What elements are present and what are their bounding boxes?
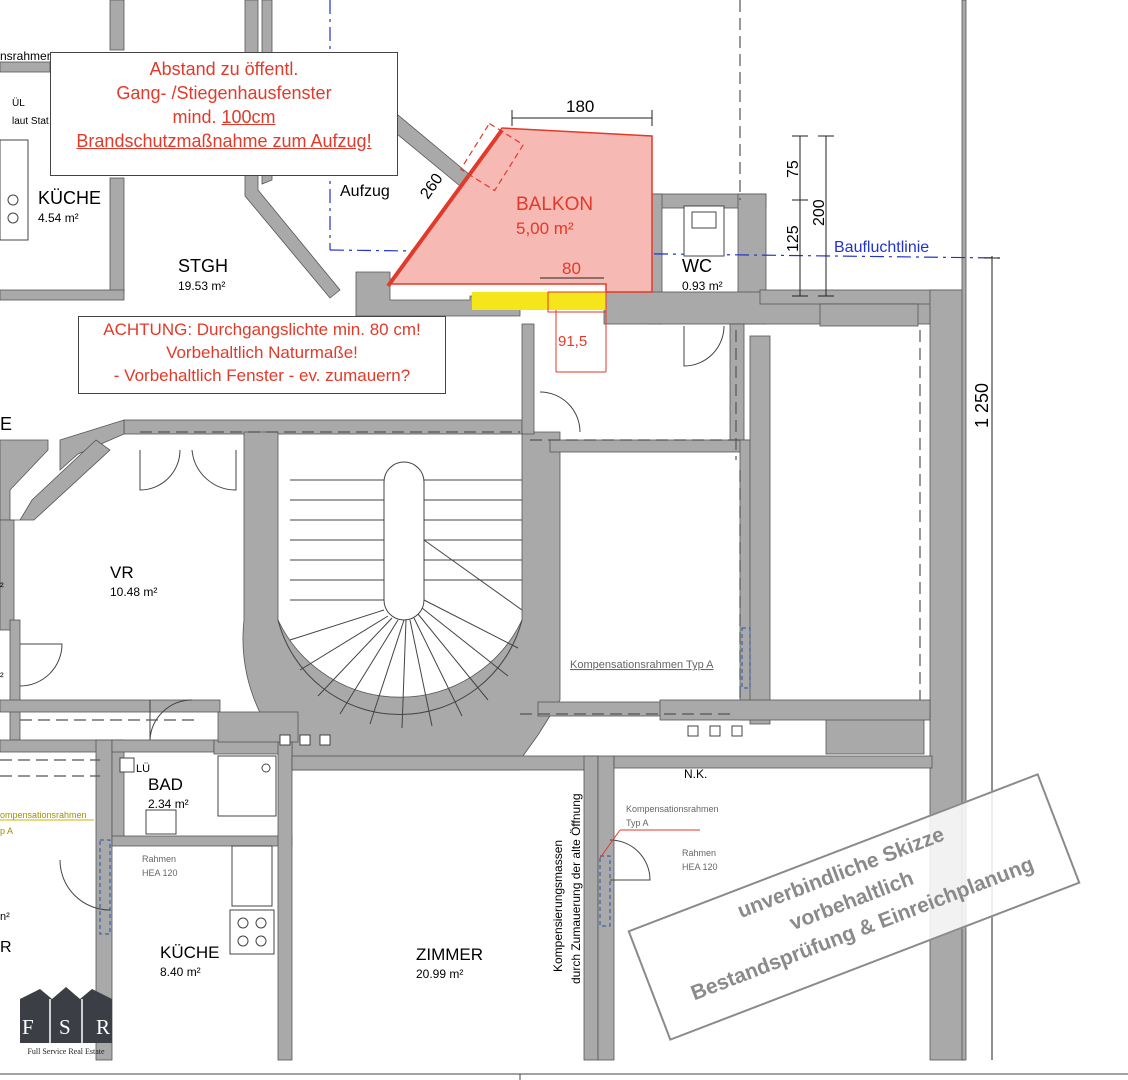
attention-note: ACHTUNG: Durchgangslichte min. 80 cm! Vo…: [78, 316, 446, 394]
dimension-lines: [511, 110, 1000, 1060]
building-line-label: Baufluchtlinie: [834, 239, 929, 256]
dim-balcony-width: 180: [566, 97, 594, 116]
fire-note-line2: Gang- /Stiegenhausfenster: [116, 83, 332, 103]
label-rahmen-right-2: HEA 120: [682, 862, 718, 872]
attention-note-line3: - Vorbehaltlich Fenster - ev. zumauern?: [113, 366, 411, 385]
label-m2-edge-3: ²: [0, 671, 4, 683]
label-rahmen-left-1: Rahmen: [142, 854, 176, 864]
room-vr-area: 10.48 m²: [110, 585, 157, 599]
fire-note-line3: mind. 100cm: [51, 105, 397, 129]
attention-note-line1: ACHTUNG: Durchgangslichte min. 80 cm!: [103, 320, 421, 339]
dim-75: 75: [785, 160, 802, 178]
staircase: [277, 461, 523, 729]
label-vertical-2: durch Zumauerung der alte Öffnung: [569, 793, 583, 984]
dashed-lines: [0, 0, 921, 777]
label-rahmen-top-left: nsrahmen: [0, 49, 53, 63]
attention-note-line2: Vorbehaltlich Naturmaße!: [166, 343, 358, 362]
room-kueche-top-name: KÜCHE: [38, 188, 101, 208]
fsr-logo: F S R Full Service Real Estate: [18, 985, 114, 1061]
room-stgh-name: STGH: [178, 256, 228, 276]
dim-200: 200: [811, 199, 828, 226]
fire-note-line4: Brandschutzmaßnahme zum Aufzug!: [76, 131, 372, 151]
room-nk-name: N.K.: [684, 767, 707, 781]
dim-door-opening: 91,5: [558, 333, 587, 350]
fire-protection-note: Abstand zu öffentl. Gang- /Stiegenhausfe…: [50, 52, 398, 176]
logo-tagline: Full Service Real Estate: [27, 1047, 105, 1056]
label-ul: ÜL: [12, 97, 25, 109]
label-komp-typ-a-mid: Kompensationsrahmen Typ A: [570, 659, 714, 671]
fixtures: [0, 139, 743, 955]
label-r-edge: R: [0, 939, 12, 956]
room-wc-area: 0.93 m²: [682, 279, 723, 293]
label-m2-edge-2: ²: [0, 581, 4, 593]
logo-house-icon: [20, 987, 112, 1043]
room-kueche-bottom-name: KÜCHE: [160, 943, 220, 962]
logo-letter-s: S: [58, 1015, 71, 1039]
room-kueche-top-area: 4.54 m²: [38, 211, 79, 225]
balcony-label: BALKON: [516, 194, 593, 215]
label-typ-a-left: p A: [0, 826, 13, 836]
label-vertical-1: Kompensierungsmassen: [551, 840, 565, 972]
room-zimmer-name: ZIMMER: [416, 945, 483, 964]
dim-door-width: 80: [562, 259, 581, 278]
label-komp-right-2: Typ A: [626, 818, 649, 828]
label-komp-left: ompensationsrahmen: [0, 810, 87, 820]
room-bad-name: BAD: [148, 775, 183, 794]
label-lu: LÜ: [136, 763, 150, 775]
room-vr-name: VR: [110, 563, 134, 582]
room-stgh-area: 19.53 m²: [178, 279, 225, 293]
dim-lift-diagonal: 260: [417, 171, 446, 203]
dim-1250: 1 250: [972, 383, 992, 428]
label-rahmen-right-1: Rahmen: [682, 848, 716, 858]
building-line: [329, 0, 1001, 259]
logo-letter-f: F: [22, 1015, 34, 1039]
door-swings: [19, 325, 725, 911]
logo-letter-r: R: [95, 1015, 110, 1039]
fire-note-line1: Abstand zu öffentl.: [149, 59, 299, 79]
label-komp-right-1: Kompensationsrahmen: [626, 804, 719, 814]
label-e-left: E: [0, 414, 12, 434]
room-kueche-bottom-area: 8.40 m²: [160, 965, 201, 979]
balcony-area: 5,00 m²: [516, 219, 574, 238]
balcony: [386, 122, 653, 373]
label-m2-edge-4: n²: [0, 911, 10, 923]
compensation-frames: [99, 627, 751, 935]
label-rahmen-left-2: HEA 120: [142, 868, 178, 878]
room-zimmer-area: 20.99 m²: [416, 967, 463, 981]
fire-note-line3-prefix: mind.: [172, 107, 222, 127]
dim-125: 125: [785, 225, 802, 252]
room-aufzug-name: Aufzug: [340, 183, 390, 200]
room-wc-name: WC: [682, 256, 712, 276]
room-bad-area: 2.34 m²: [148, 797, 189, 811]
fire-note-line3-value: 100cm: [221, 107, 276, 127]
logo-letters: F S R: [22, 1015, 110, 1040]
label-laut-stat: laut Stat: [12, 116, 49, 127]
